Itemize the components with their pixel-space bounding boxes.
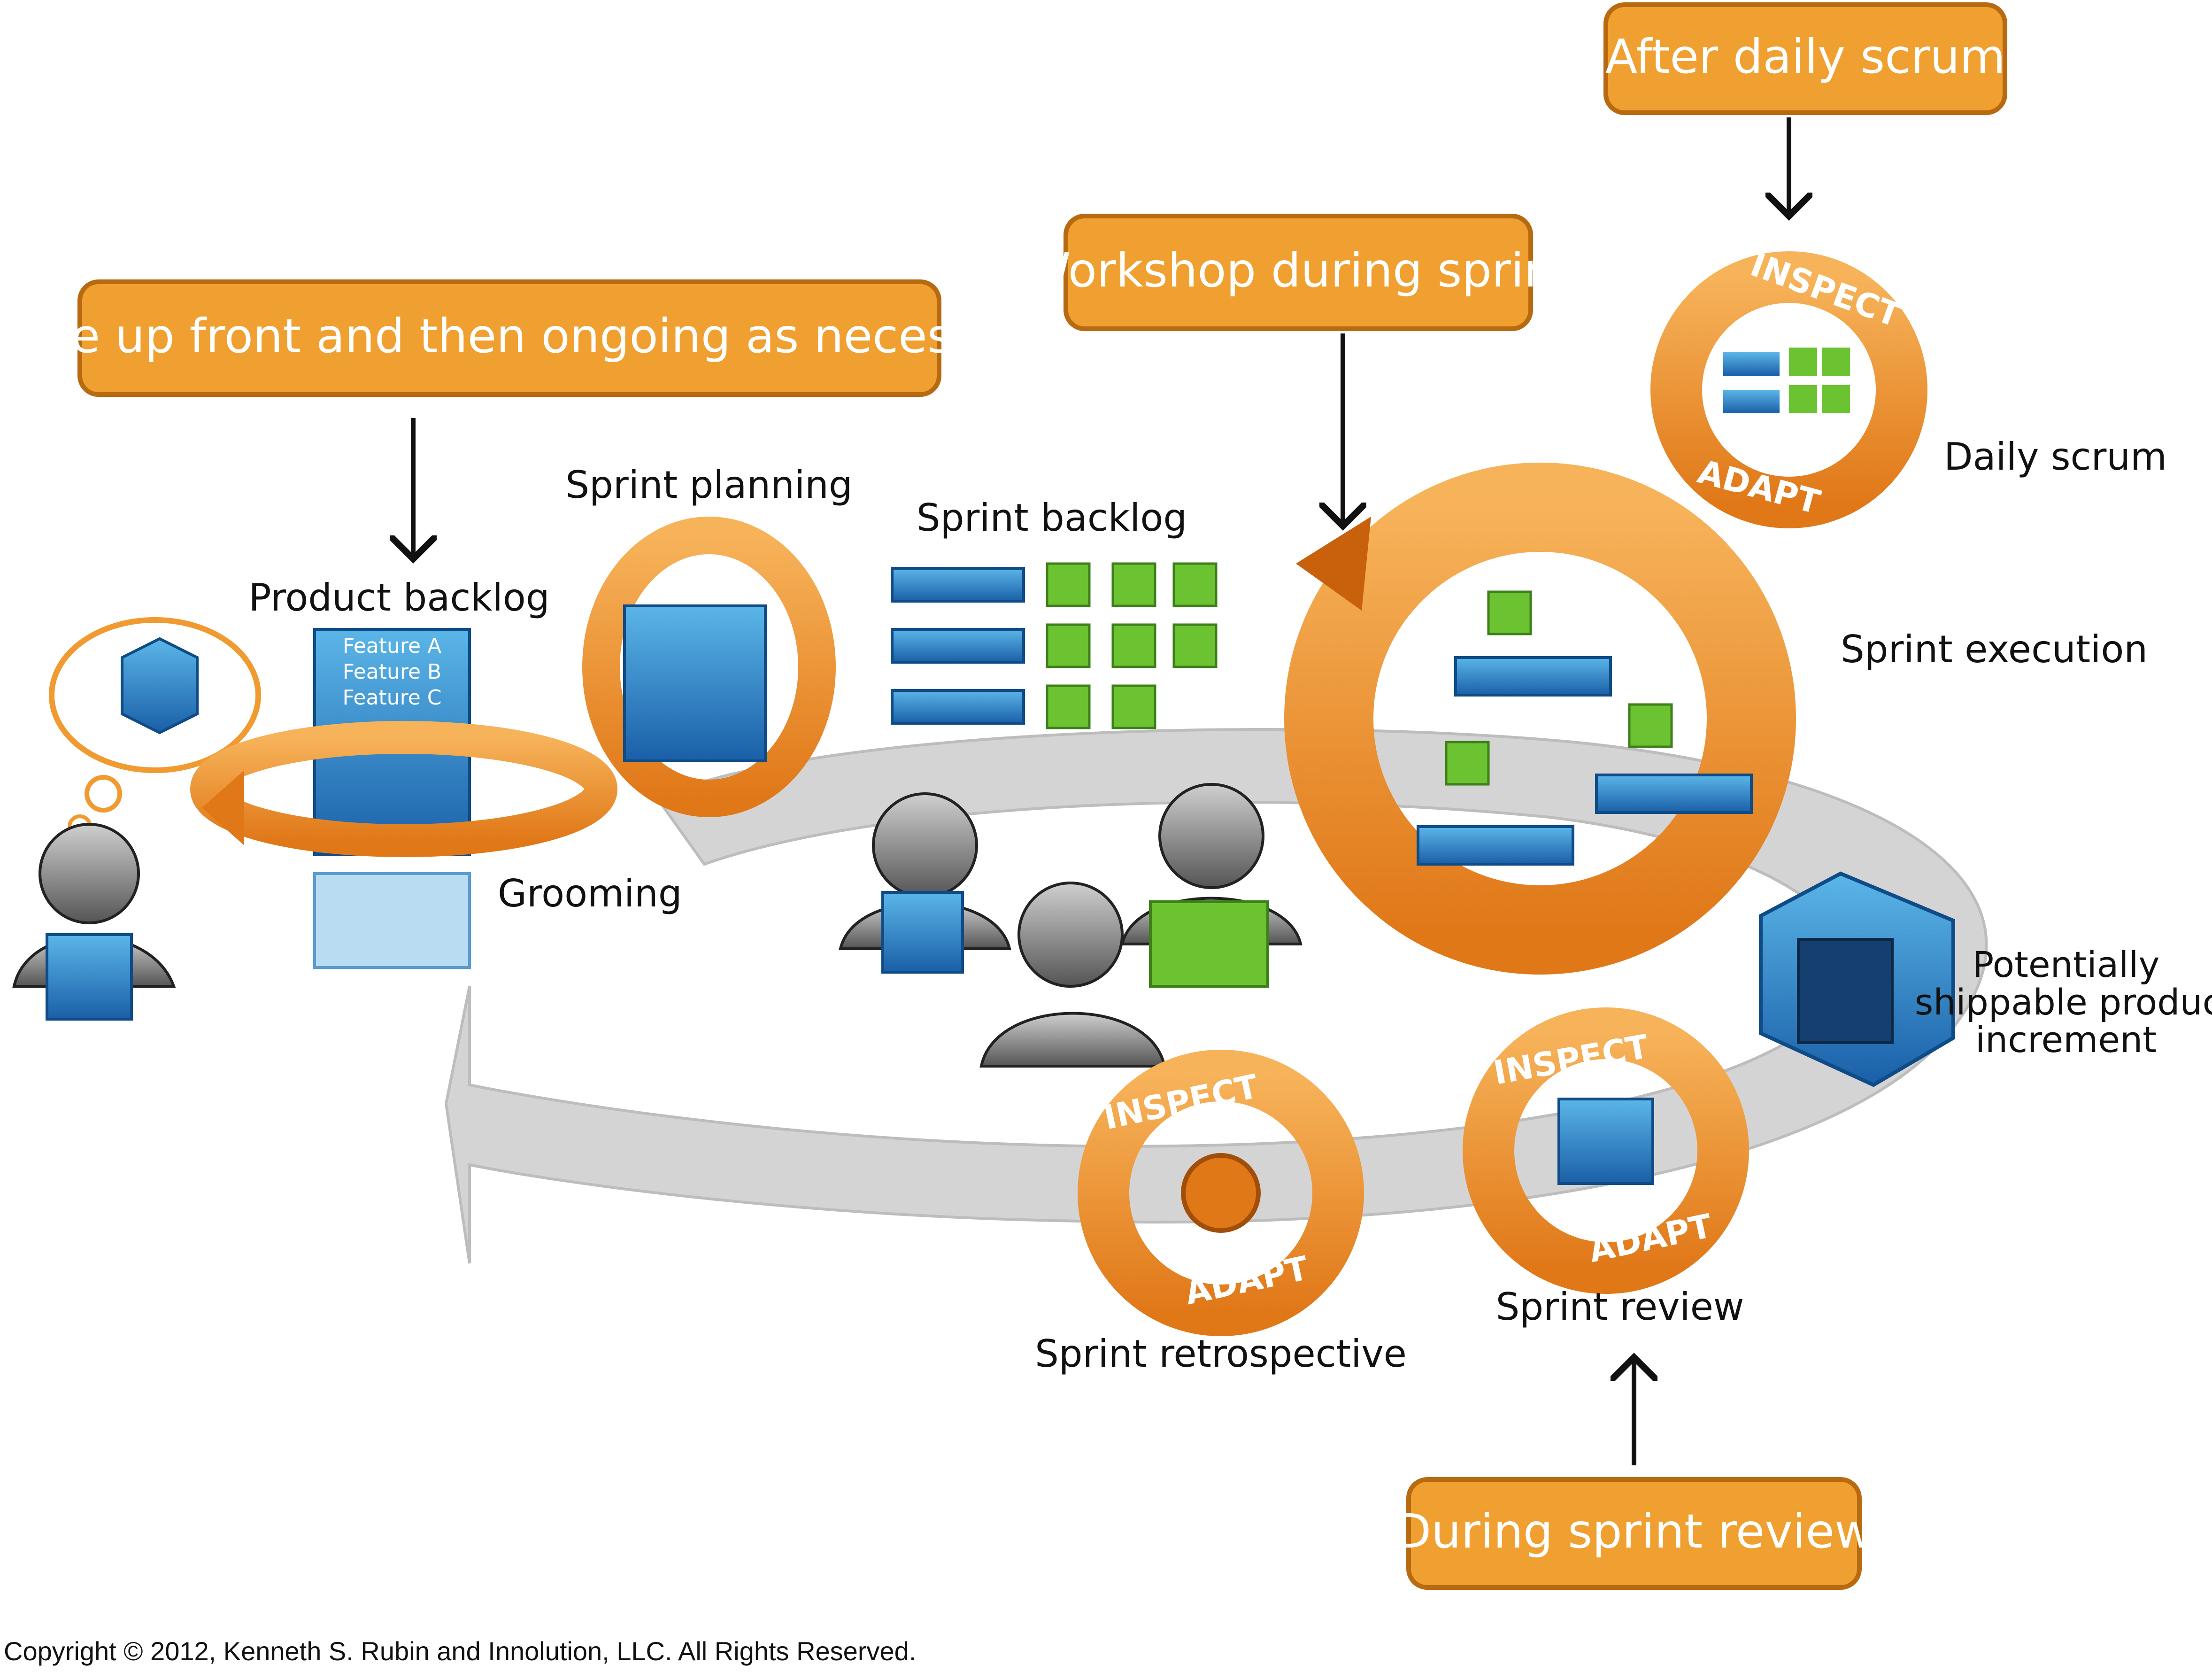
product-owner-figure [12,617,261,1021]
label-increment-line3: increment [1975,1019,2157,1060]
callout-daily-text: After daily scrum [1605,29,2005,84]
sprint-review-cycle: INSPECT ADAPT [1463,1007,1749,1294]
backlog-feature-b: Feature B [343,660,441,684]
label-daily-scrum: Daily scrum [1944,435,2167,479]
label-sprint-planning: Sprint planning [565,463,852,507]
callout-daily: After daily scrum [1603,2,2007,115]
label-sprint-execution: Sprint execution [1841,627,2148,671]
backlog-feature-a: Feature A [343,634,441,658]
label-sprint-retrospective: Sprint retrospective [1035,1332,1407,1376]
sprint-backlog-grid [891,562,1218,729]
label-increment-line2: shippable product [1915,981,2212,1023]
grooming-ring [190,721,617,857]
product-backlog-stack: Feature A Feature B Feature C [313,628,471,969]
copyright-notice: Copyright © 2012, Kenneth S. Rubin and I… [4,1636,917,1666]
callout-review: During sprint review [1395,1477,1873,1590]
gear-icon [1181,1153,1261,1233]
callout-grooming: Some up front and then ongoing as necess… [0,279,1052,397]
increment-cube [1759,871,1955,1087]
label-sprint-backlog: Sprint backlog [917,496,1187,540]
daily-scrum-cycle: INSPECT ADAPT [1650,245,1927,528]
label-product-backlog: Product backlog [248,576,549,619]
sprint-planning-cycle [582,517,836,817]
label-sprint-review: Sprint review [1496,1285,1744,1329]
callout-workshop-text: Workshop during sprint [1025,243,1572,298]
label-increment-line1: Potentially [1972,944,2159,985]
scrum-team-figures [839,783,1303,1068]
backlog-feature-c: Feature C [343,686,442,710]
callout-workshop: Workshop during sprint [1025,214,1572,331]
callout-review-text: During sprint review [1395,1504,1873,1559]
callout-grooming-text: Some up front and then ongoing as necess… [0,309,1052,364]
label-grooming: Grooming [498,872,682,915]
sprint-execution-cycle [1284,463,1796,975]
